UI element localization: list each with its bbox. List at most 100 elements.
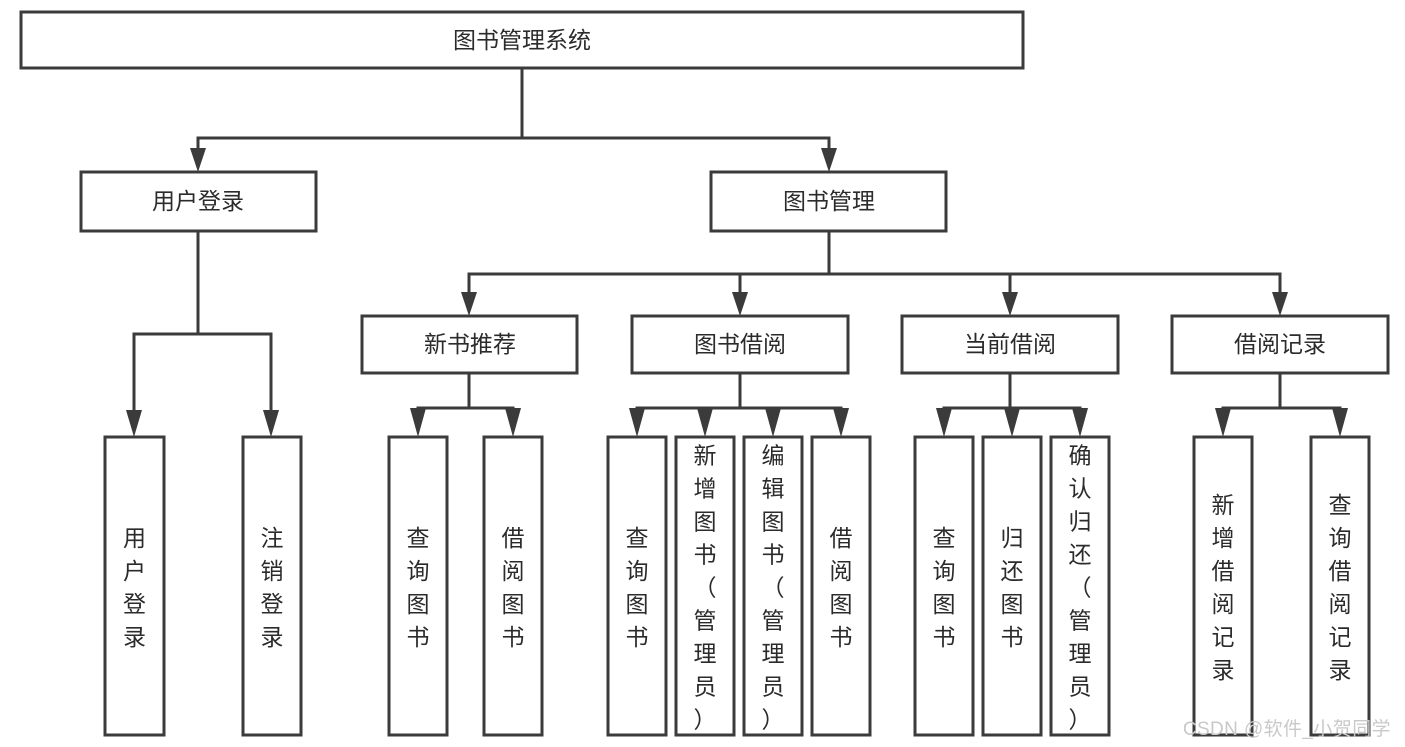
node-user-login-box[interactable]	[79, 170, 318, 233]
arrow-head-leaf-query-book-1	[410, 408, 426, 437]
leaf-node-box[interactable]	[482, 435, 544, 737]
arrow-head-user-login	[190, 148, 206, 172]
node-book-borrow[interactable]: 图书借阅	[630, 314, 850, 375]
leaf-label-char: 辑	[762, 476, 785, 502]
leaf-node[interactable]: 新增图书（管理员）	[674, 435, 736, 737]
arrow-head-leaf-return-book	[1004, 408, 1020, 437]
leaf-node[interactable]: 查询借阅记录	[1309, 435, 1371, 737]
node-borrow-record-box[interactable]	[1170, 314, 1390, 375]
leaf-node-label: 归还图书	[1001, 525, 1024, 650]
leaf-node-label: 查询图书	[407, 525, 430, 650]
leaf-node-box[interactable]	[674, 435, 736, 737]
leaf-label-char: 询	[933, 558, 956, 584]
arrow-head-leaf-logout	[263, 410, 279, 437]
node-book-mgmt-box[interactable]	[709, 170, 948, 233]
leaf-node[interactable]: 确认归还（管理员）	[1049, 435, 1111, 737]
node-borrow-record[interactable]: 借阅记录	[1170, 314, 1390, 375]
leaf-node[interactable]: 编辑图书（管理员）	[742, 435, 804, 737]
leaf-label-char: 员	[1069, 674, 1092, 700]
leaf-node-box[interactable]	[810, 435, 872, 737]
node-new-book-rec-label: 新书推荐	[424, 331, 516, 357]
leaf-node-box[interactable]	[1192, 435, 1254, 737]
leaf-label-char: 图	[933, 591, 956, 617]
node-current-borrow[interactable]: 当前借阅	[900, 314, 1120, 375]
arrow-head-leaf-borrow-book-1	[505, 408, 521, 437]
leaf-label-char: 录	[123, 624, 146, 650]
node-new-book-rec-box[interactable]	[360, 314, 579, 375]
leaf-node[interactable]: 查询图书	[913, 435, 975, 737]
leaf-node[interactable]: 新增借阅记录	[1192, 435, 1254, 737]
watermark-label: CSDN @软件_小贺同学	[1182, 719, 1391, 740]
leaf-node-label: 用户登录	[123, 525, 146, 650]
leaf-label-char: 新	[694, 443, 717, 469]
leaf-label-char: 阅	[502, 558, 525, 584]
node-root[interactable]: 图书管理系统	[19, 10, 1025, 70]
leaf-label-char: 书	[502, 624, 525, 650]
leaf-node-box[interactable]	[981, 435, 1043, 737]
node-root-label: 图书管理系统	[453, 27, 591, 53]
leaf-node-box[interactable]	[742, 435, 804, 737]
leaf-label-char: 销	[261, 558, 284, 584]
leaf-node[interactable]: 用户登录	[103, 435, 166, 737]
leaf-label-char: 书	[762, 542, 785, 568]
leaf-label-char: 借	[830, 525, 853, 551]
leaf-label-char: 书	[694, 542, 717, 568]
leaf-label-char: 记	[1329, 624, 1352, 650]
leaf-node-box[interactable]	[1049, 435, 1111, 737]
node-current-borrow-box[interactable]	[900, 314, 1120, 375]
leaf-label-char: （	[1069, 575, 1092, 601]
node-book-borrow-label: 图书借阅	[694, 331, 786, 357]
leaf-label-char: 图	[626, 591, 649, 617]
leaf-label-char: 图	[502, 591, 525, 617]
arrow-head-leaf-query-book-2	[629, 408, 645, 437]
leaf-label-char: ）	[1069, 707, 1092, 733]
leaf-node[interactable]: 注销登录	[241, 435, 303, 737]
node-user-login-label: 用户登录	[152, 188, 244, 214]
leaf-label-char: 注	[261, 525, 284, 551]
leaf-node-box[interactable]	[913, 435, 975, 737]
leaf-label-char: （	[762, 575, 785, 601]
leaf-node[interactable]: 查询图书	[606, 435, 668, 737]
leaf-label-char: 查	[407, 525, 430, 551]
leaf-label-char: 管	[1069, 608, 1092, 634]
leaf-node-layer: 用户登录注销登录查询图书借阅图书查询图书新增图书（管理员）编辑图书（管理员）借阅…	[103, 435, 1371, 737]
leaf-node-box[interactable]	[387, 435, 449, 737]
leaf-label-char: 书	[626, 624, 649, 650]
leaf-label-char: ）	[694, 707, 717, 733]
leaf-label-char: 记	[1212, 624, 1235, 650]
leaf-label-char: 询	[1329, 525, 1352, 551]
arrow-head-book-mgmt	[821, 148, 837, 172]
leaf-label-char: 图	[1001, 591, 1024, 617]
leaf-node-box[interactable]	[103, 435, 166, 737]
leaf-node[interactable]: 借阅图书	[482, 435, 544, 737]
leaf-label-char: 还	[1069, 542, 1092, 568]
leaf-node[interactable]: 归还图书	[981, 435, 1043, 737]
leaf-label-char: 图	[830, 591, 853, 617]
leaf-node-label: 查询借阅记录	[1329, 492, 1352, 683]
leaf-node[interactable]: 借阅图书	[810, 435, 872, 737]
node-book-mgmt[interactable]: 图书管理	[709, 170, 948, 233]
leaf-label-char: 阅	[830, 558, 853, 584]
node-root-box[interactable]	[19, 10, 1025, 70]
leaf-node-box[interactable]	[241, 435, 303, 737]
leaf-label-char: 归	[1069, 509, 1092, 535]
node-new-book-rec[interactable]: 新书推荐	[360, 314, 579, 375]
leaf-node-box[interactable]	[606, 435, 668, 737]
leaf-label-char: 录	[1329, 657, 1352, 683]
leaf-label-char: 询	[407, 558, 430, 584]
leaf-node-box[interactable]	[1309, 435, 1371, 737]
node-book-borrow-box[interactable]	[630, 314, 850, 375]
leaf-node[interactable]: 查询图书	[387, 435, 449, 737]
leaf-label-char: 增	[1212, 525, 1235, 551]
leaf-label-char: 查	[1329, 492, 1352, 518]
leaf-label-char: 登	[123, 591, 146, 617]
node-user-login[interactable]: 用户登录	[79, 170, 318, 233]
leaf-label-char: 员	[694, 674, 717, 700]
leaf-node-label: 确认归还（管理员）	[1069, 443, 1092, 733]
leaf-node-label: 查询图书	[933, 525, 956, 650]
leaf-label-char: 借	[1329, 558, 1352, 584]
leaf-label-char: 阅	[1329, 591, 1352, 617]
leaf-node-label: 借阅图书	[830, 525, 853, 650]
arrow-head-leaf-query-record	[1332, 408, 1348, 437]
